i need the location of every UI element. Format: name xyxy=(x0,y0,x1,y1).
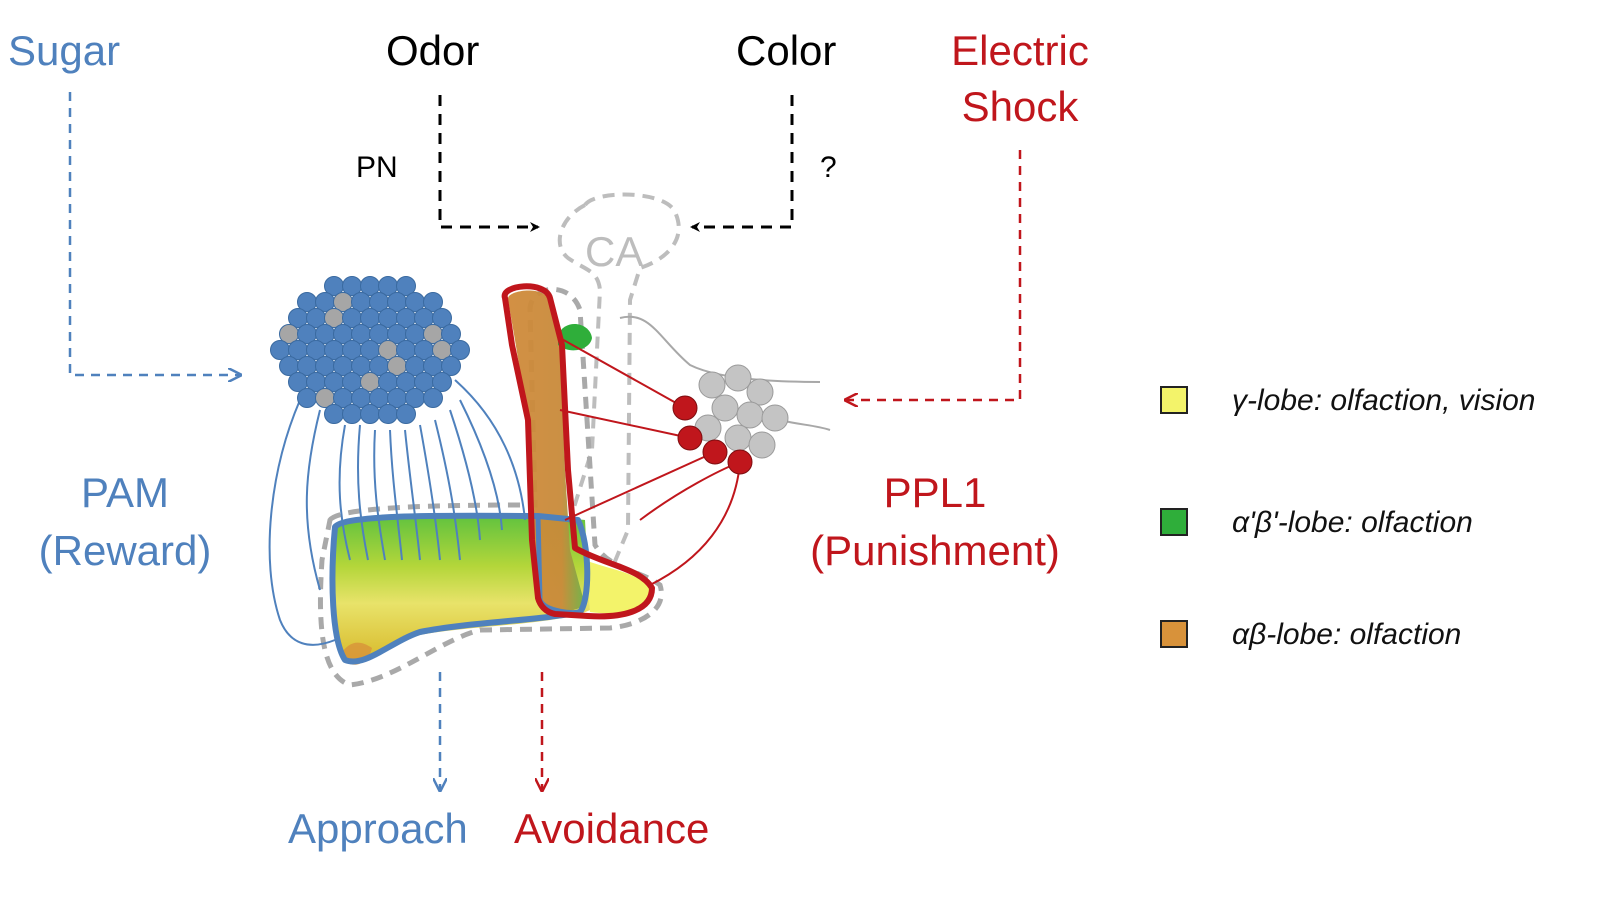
pam-cell xyxy=(441,356,461,376)
alpha-prime-beta-prime-swatch-icon xyxy=(1160,508,1188,536)
ppl1-cell xyxy=(724,424,752,452)
legend-item-gamma: γ-lobe: olfaction, vision xyxy=(1160,380,1600,420)
pam-cell xyxy=(450,340,470,360)
approach-label: Approach xyxy=(288,805,468,852)
pam-cell xyxy=(324,404,344,424)
odor-label: Odor xyxy=(386,27,480,74)
ppl1-cell xyxy=(736,401,764,429)
ppl1-cell-red xyxy=(677,425,703,451)
pam-cell xyxy=(378,404,398,424)
color-input-arrow xyxy=(690,95,794,232)
electric-shock-label-line1: Electric xyxy=(951,27,1089,74)
pam-cell xyxy=(297,388,317,408)
pam-cell xyxy=(396,404,416,424)
ppl1-cell-red xyxy=(727,449,753,475)
legend-item-alpha-beta: αβ-lobe: olfaction xyxy=(1160,614,1600,654)
ppl1-cell xyxy=(761,404,789,432)
ppl1-cell xyxy=(711,394,739,422)
avoidance-label: Avoidance xyxy=(514,805,710,852)
ppl1-innervation-outline xyxy=(501,283,655,620)
ppl1-label-line2: (Punishment) xyxy=(810,527,1060,574)
pam-label-line1: PAM xyxy=(81,469,169,516)
pam-cell xyxy=(432,308,452,328)
legend-label: α'β'-lobe: olfaction xyxy=(1232,506,1473,539)
odor-input-arrow xyxy=(438,95,540,232)
sugar-input-arrow xyxy=(68,92,240,375)
pam-cell xyxy=(441,324,461,344)
pam-fibers xyxy=(268,379,526,646)
pam-cell xyxy=(396,276,416,296)
legend-label: γ-lobe: olfaction, vision xyxy=(1232,384,1536,417)
pam-cell xyxy=(432,372,452,392)
ppl1-label-line1: PPL1 xyxy=(883,469,987,516)
ppl1-cell-red xyxy=(702,439,728,465)
ppl1-cluster xyxy=(672,364,789,475)
legend-item-alpha-prime-beta-prime: α'β'-lobe: olfaction xyxy=(1160,502,1600,542)
pam-cell xyxy=(423,292,443,312)
unknown-pathway-label: ? xyxy=(820,151,837,184)
electric-shock-input-arrow xyxy=(846,150,1022,400)
pam-cell xyxy=(342,404,362,424)
ppl1-cell xyxy=(748,431,776,459)
pam-label-line2: (Reward) xyxy=(38,527,212,574)
pn-label: PN xyxy=(356,151,398,184)
legend-label: αβ-lobe: olfaction xyxy=(1232,618,1462,651)
calyx-label: CA xyxy=(585,228,644,275)
alpha-beta-swatch-icon xyxy=(1160,620,1188,648)
calyx-outline xyxy=(557,192,831,579)
pam-cell xyxy=(423,388,443,408)
mushroom-body-lobes xyxy=(317,286,664,688)
pam-cluster xyxy=(270,276,470,424)
ppl1-cell xyxy=(724,364,752,392)
gamma-swatch-icon xyxy=(1160,386,1188,414)
ppl1-cell-red xyxy=(672,395,698,421)
ppl1-cell xyxy=(698,371,726,399)
electric-shock-label-line2: Shock xyxy=(961,83,1079,130)
pam-cell xyxy=(360,404,380,424)
ppl1-cell xyxy=(746,378,774,406)
sugar-label: Sugar xyxy=(8,27,121,74)
color-label: Color xyxy=(736,27,837,74)
